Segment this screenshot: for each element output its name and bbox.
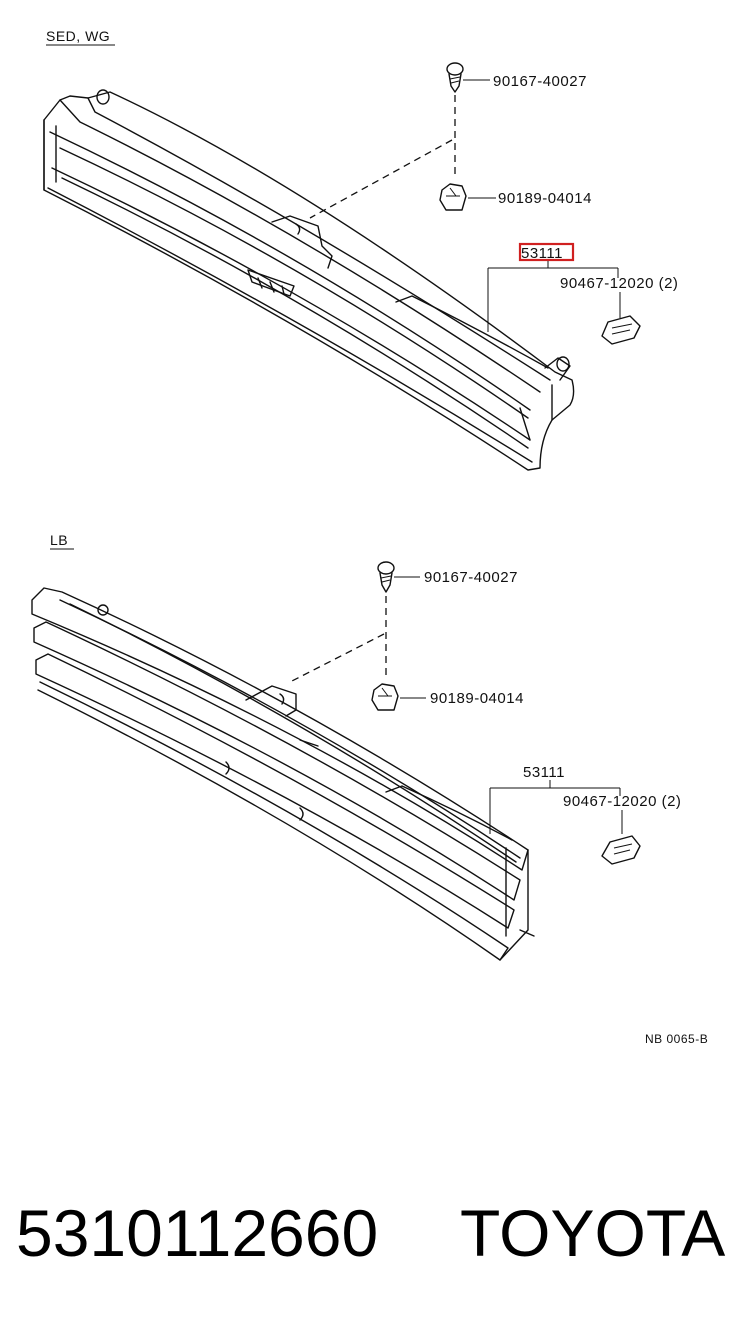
nut-icon-bottom bbox=[371, 683, 399, 711]
assembly-line-bottom-diagonal bbox=[289, 633, 385, 683]
callout-clip-top: 90467-12020 (2) bbox=[560, 275, 678, 292]
highlight-box-53111 bbox=[518, 242, 575, 262]
nut-icon-top bbox=[439, 183, 467, 211]
footer-brand: TOYOTA bbox=[460, 1196, 725, 1270]
grille-top-drawing bbox=[43, 89, 575, 471]
clip-icon-bottom bbox=[601, 835, 641, 865]
callout-screw-bottom: 90167-40027 bbox=[424, 569, 518, 586]
callout-nut-top: 90189-04014 bbox=[498, 190, 592, 207]
callout-grille-top: 53111 bbox=[521, 245, 563, 262]
grille-bottom-drawing bbox=[31, 587, 535, 961]
section-label-lb: LB bbox=[50, 532, 68, 548]
footer-part-number: 5310112660 bbox=[16, 1196, 378, 1270]
callout-screw-top: 90167-40027 bbox=[493, 73, 587, 90]
clip-icon-top bbox=[601, 315, 641, 345]
callout-nut-bottom: 90189-04014 bbox=[430, 690, 524, 707]
section-label-sed-wg: SED, WG bbox=[46, 28, 110, 44]
assembly-line-top-diagonal bbox=[309, 139, 453, 219]
leader-grille-bottom bbox=[489, 780, 621, 834]
screw-icon-bottom bbox=[377, 561, 395, 593]
diagram-code: NB 0065-B bbox=[645, 1032, 708, 1046]
callout-grille-bottom: 53111 bbox=[523, 764, 565, 781]
screw-icon-top bbox=[446, 62, 464, 93]
leader-grille-top bbox=[487, 261, 619, 332]
callout-clip-bottom: 90467-12020 (2) bbox=[563, 793, 681, 810]
